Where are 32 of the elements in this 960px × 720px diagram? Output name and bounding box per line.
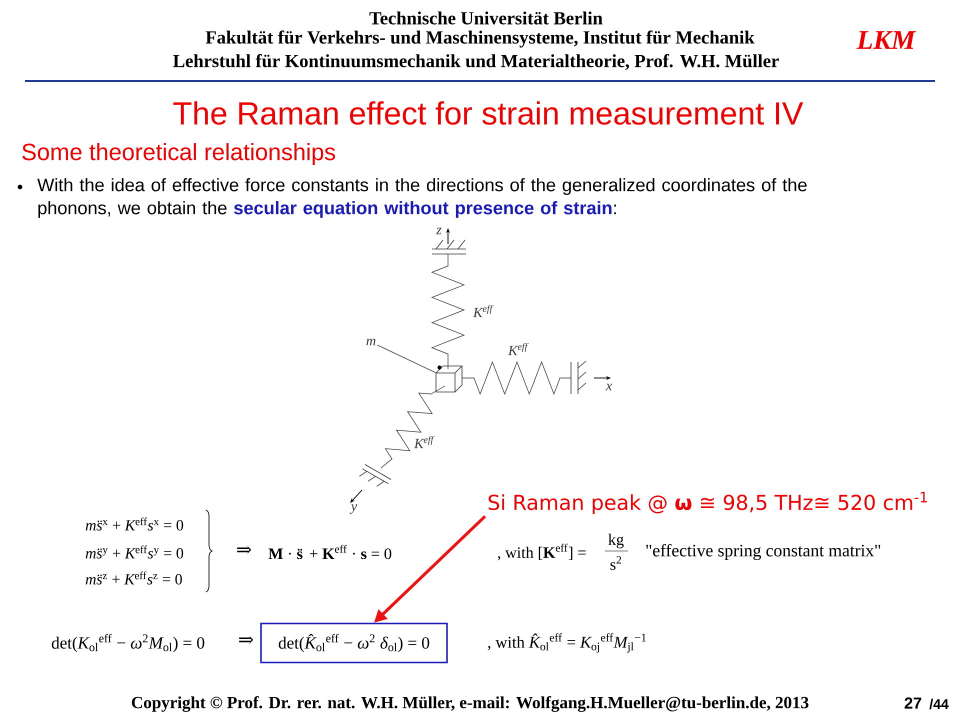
- unit-text: kg: [608, 534, 624, 548]
- axis-label: z: [436, 228, 442, 234]
- implies-symbol: ⇒: [237, 546, 252, 554]
- leader-line: [376, 344, 436, 374]
- annotation-text: Si Raman peak @ ω ≅ 98,5 THz≅ 520 cm$^{-1}$: [488, 492, 927, 514]
- equation: , with K̂$_{ol}$$^{eff}$ = K$_{oj}$$^{eff}$M$_{jl}$−1: [488, 633, 646, 653]
- page-number: /44: [929, 698, 949, 710]
- spring-label: K$^{eff}$: [473, 304, 494, 318]
- spring-label: K$^{eff}$: [508, 342, 528, 356]
- unit-text: s$^{2}$: [610, 556, 622, 570]
- chair-abbreviation: LKM: [856, 31, 916, 49]
- mass-label: m: [366, 338, 376, 346]
- slide-title: The Raman effect for strain measurement IV: [173, 101, 804, 125]
- equation: det(K$_{ol}$$^{eff}$ − ω$^{2}$M$_{ol}$) = 0: [52, 634, 204, 652]
- footer-text: Copyright © Prof. Dr. rer. nat. W.H. Müller, e-mail: Wolfgang.H.Mueller@tu-berlin.de, 2013: [132, 696, 808, 712]
- spring-label: K$^{eff}$: [414, 436, 434, 448]
- equation: , with [K$^{eff}$] =: [498, 544, 586, 560]
- note-text: "effective spring constant matrix": [646, 544, 880, 560]
- equation: ms̈$^{x}$ + K$^{eff}$s$^{x}$ = 0: [86, 518, 184, 531]
- equation: ms̈$^{z}$ + K$^{eff}$s$^{z}$ = 0: [86, 572, 182, 585]
- bullet-text: With the idea of effective force constants in the directions of the generalized coordinates of the phonons, we obtain the secular equation without presence of strain:: [37, 178, 807, 218]
- header-text: Fakultät für Verkehrs- und Maschinensysteme, Institut für Mechanik: [206, 30, 755, 48]
- axis-label: y: [350, 504, 358, 514]
- section-heading: Some theoretical relationships: [22, 143, 336, 165]
- axis-label: x: [606, 384, 612, 390]
- equation: ms̈$^{y}$ + K$^{eff}$s$^{y}$ = 0: [86, 546, 184, 559]
- header-text: Technische Universität Berlin: [369, 11, 603, 25]
- equation-box: det(K̂$_{ol}$$^{eff}$ − ω$^{2}$ δ$_{ol}$) = 0: [260, 622, 448, 664]
- header-text: Lehrstuhl für Kontinuumsmechanik und Materialtheorie, Prof. W.H. Müller: [173, 54, 779, 70]
- page-number: 27: [904, 697, 922, 709]
- mass-cube: [436, 366, 462, 392]
- equation: M · s̈ + K$^{eff}$ · s = 0: [268, 544, 392, 560]
